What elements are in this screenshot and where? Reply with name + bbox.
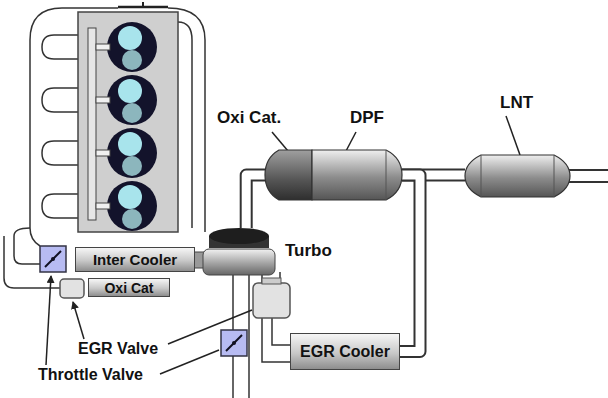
oxi-cat-canister-outline (265, 150, 312, 200)
valve-pivot (232, 341, 236, 345)
callout-label: Throttle Valve (38, 366, 143, 384)
pipe-wall (568, 181, 608, 183)
egr-cooler-box: EGR Cooler (290, 333, 400, 370)
oxi-cat-canister (265, 150, 312, 200)
leader-line (506, 116, 520, 155)
oxi-cat-canister: Oxi Cat. (265, 150, 312, 200)
leader-line (346, 132, 356, 151)
cylinder-head (78, 12, 178, 232)
intercooler-box: Inter Cooler (75, 247, 195, 272)
part-label: DPF (350, 108, 384, 128)
valve-plate (226, 335, 242, 351)
throttle-valve-symbol (221, 330, 247, 356)
top-stem (142, 2, 144, 7)
valve (118, 185, 142, 209)
valve (122, 50, 142, 70)
part-label: Oxi Cat. (217, 108, 281, 128)
leader-line (73, 302, 84, 339)
turbo-symbol-outline (203, 228, 275, 275)
manifold-lines (4, 8, 205, 288)
dpf-canister: DPF (312, 150, 402, 200)
lnt-canister-outline (465, 155, 570, 197)
pipe-wall (568, 169, 608, 171)
valve (118, 26, 142, 50)
lnt-canister (465, 155, 570, 197)
intake-runner (42, 194, 78, 218)
pipe-fill (568, 171, 608, 181)
injector (96, 150, 110, 156)
intake-runner (42, 141, 78, 165)
cylinder (107, 75, 157, 125)
valve (122, 156, 142, 176)
exhaust-pipe (400, 175, 420, 352)
canister-seam (481, 155, 482, 197)
turbo-symbol: Turbo (203, 228, 275, 275)
fuel-rail (88, 28, 96, 220)
injector (96, 203, 110, 209)
valve (118, 132, 142, 156)
box-label: EGR Cooler (300, 343, 390, 361)
cylinder (107, 181, 157, 231)
pipe-wall (272, 318, 290, 345)
valve-body (40, 246, 66, 272)
pipe-bore (246, 175, 265, 228)
valve (118, 79, 142, 103)
egr-valve-symbol (253, 283, 290, 318)
valve (122, 103, 142, 123)
intake-runner (42, 35, 78, 59)
intake-runner (42, 88, 78, 112)
intake-loop (14, 228, 40, 264)
leader-line (160, 350, 219, 374)
valve-pivot (51, 257, 55, 261)
cylinder (107, 22, 157, 72)
canister-seam (554, 155, 555, 197)
leader-line (168, 310, 252, 344)
dpf-canister-outline (312, 150, 402, 200)
valve-plate (45, 251, 61, 267)
cylinders (107, 22, 157, 231)
cylinder (107, 128, 157, 178)
callout-label: EGR Valve (78, 340, 158, 358)
exhaust-manifold-inner (178, 22, 192, 228)
exhaust-pipe (246, 175, 265, 228)
part-label: LNT (500, 93, 533, 113)
dpf-canister (312, 150, 402, 200)
injector (96, 44, 110, 50)
oxi-cat-box: Oxi Cat (88, 278, 170, 297)
pipe-wall (262, 318, 290, 362)
pipe-wall (246, 175, 265, 228)
valve-body (221, 330, 247, 356)
tailpipe (568, 170, 608, 182)
pipe-wall (400, 175, 420, 352)
turbine-housing (203, 249, 275, 275)
egr-valve-cap (262, 278, 281, 284)
part-label: Turbo (285, 241, 332, 261)
injectors (96, 44, 110, 209)
pipe-bore (400, 175, 420, 352)
leader-line (46, 276, 51, 365)
egr-valve-symbol (60, 279, 84, 298)
leader-lines (46, 116, 520, 374)
box-label: Inter Cooler (93, 251, 177, 268)
valve (122, 209, 142, 229)
injector (96, 97, 110, 103)
throttle-valve-symbol (40, 246, 66, 272)
box-label: Oxi Cat (104, 280, 153, 296)
pipe-wall (248, 275, 250, 398)
canister-seam (386, 150, 387, 200)
compressor-top (209, 228, 269, 244)
leader-line (272, 132, 288, 151)
lnt-canister: LNT (465, 155, 570, 197)
